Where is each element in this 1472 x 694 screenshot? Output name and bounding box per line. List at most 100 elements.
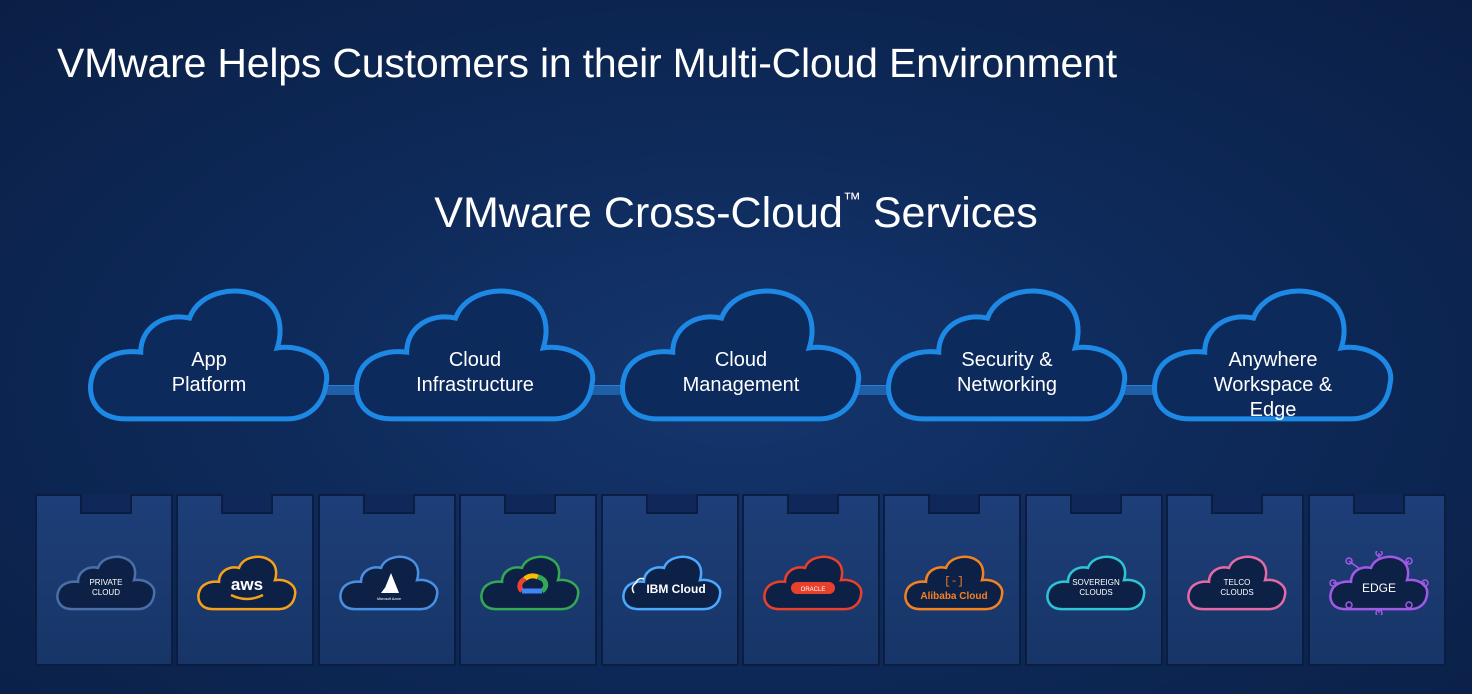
tile-cloud-outline xyxy=(1187,555,1287,611)
service-label-line1: App xyxy=(191,349,227,371)
section-heading: VMware Cross-Cloud™ Services xyxy=(0,189,1472,238)
alibaba-logo-text: Alibaba Cloud xyxy=(921,591,988,602)
cloud-icon xyxy=(1152,288,1394,422)
edge-node-icon xyxy=(1374,551,1383,557)
oracle-logo-text: ORACLE xyxy=(801,587,826,593)
edge-label: EDGE xyxy=(1362,581,1396,595)
cloud-icon xyxy=(354,288,596,422)
ibm-cloud-logo-text: IBM Cloud xyxy=(646,582,705,596)
tile-notch xyxy=(80,494,132,514)
sovereign-clouds-label-line2: CLOUDS xyxy=(1079,588,1112,597)
google-cloud-logo-segment xyxy=(517,576,527,593)
azure-cloud-icon: Microsoft Azure xyxy=(337,551,441,615)
connector-3 xyxy=(856,385,888,395)
tile-notch xyxy=(362,494,415,514)
tile-cloud-outline xyxy=(1046,555,1146,611)
edge-node-icon xyxy=(1328,579,1337,587)
ibm-cloud-cloud-icon: IBM Cloud xyxy=(620,551,724,615)
edge-node-icon xyxy=(1344,601,1353,609)
telco-clouds-label-line1: TELCO xyxy=(1224,578,1251,587)
aws-cloud-icon: aws xyxy=(195,551,299,615)
edge-node-icon xyxy=(1404,601,1413,609)
tile-cloud-outline xyxy=(197,555,297,611)
slide-title: VMware Helps Customers in their Multi-Cl… xyxy=(57,40,1117,86)
service-label-line1: Cloud xyxy=(448,349,502,371)
tile-cloud-outline xyxy=(904,555,1004,611)
private-cloud-label-line1: PRIVATE xyxy=(89,578,122,587)
service-label-line1: Cloud xyxy=(714,349,768,371)
service-label-line2: Management xyxy=(682,374,800,396)
tile-notch xyxy=(1352,494,1405,514)
private-cloud-label-line2: CLOUD xyxy=(92,588,120,597)
tile-cloud-outline xyxy=(1328,555,1429,611)
heading-text: VMware Cross-Cloud xyxy=(434,189,843,237)
edge-node-icon xyxy=(1420,579,1429,587)
tile-notch xyxy=(221,494,274,514)
sovereign-clouds-label-line1: SOVEREIGN xyxy=(1072,578,1120,587)
tile-cloud-outline xyxy=(480,555,580,611)
provider-tile-edge: EDGE xyxy=(1307,494,1446,666)
provider-tile-aws: aws xyxy=(176,494,315,666)
service-label-line2: Workspace & Edge xyxy=(1213,374,1333,421)
tile-cloud-outline xyxy=(56,555,156,611)
tile-notch xyxy=(1069,494,1122,514)
service-label-line2: Networking xyxy=(956,374,1058,396)
connector-4 xyxy=(1122,385,1154,395)
trademark-mark: ™ xyxy=(842,189,861,209)
provider-tile-azure: Microsoft Azure xyxy=(317,494,456,666)
heading-suffix: Services xyxy=(860,189,1038,237)
aws-smile-icon xyxy=(230,593,264,601)
azure-logo-text: Microsoft Azure xyxy=(377,597,401,601)
tile-notch xyxy=(787,494,839,514)
alibaba-logo-icon: [-] xyxy=(944,576,964,588)
tile-notch xyxy=(928,494,981,514)
google-cloud-cloud-icon xyxy=(478,551,582,615)
service-label-line1: Anywhere xyxy=(1228,349,1318,371)
cloud-icon xyxy=(886,288,1128,422)
google-cloud-logo-segment xyxy=(537,574,549,594)
cloud-icon xyxy=(620,288,862,422)
service-label-line2: Platform xyxy=(171,374,247,396)
service-label-line1: Security & xyxy=(961,349,1053,371)
provider-tile-alibaba-cloud: [-] Alibaba Cloud xyxy=(883,494,1022,666)
service-label: Security & Networking xyxy=(923,348,1091,398)
service-cloud-4: Security & Networking xyxy=(883,280,1131,430)
telco-clouds-label-line2: CLOUDS xyxy=(1221,588,1254,597)
edge-node-icon xyxy=(1344,557,1353,565)
tile-notch xyxy=(1211,494,1264,514)
tile-cloud-outline xyxy=(621,555,722,611)
connector-2 xyxy=(590,385,622,395)
google-cloud-logo-segment xyxy=(523,573,540,581)
aws-logo-text: aws xyxy=(231,575,263,594)
ibm-cloud-mini-icon xyxy=(631,577,644,594)
service-label-line2: Infrastructure xyxy=(416,374,534,396)
edge-node-icon xyxy=(1374,609,1383,615)
alibaba-cloud-cloud-icon: [-] Alibaba Cloud xyxy=(902,551,1006,615)
provider-tile-ibm-cloud: IBM Cloud xyxy=(600,494,739,666)
oracle-logo-badge xyxy=(791,582,835,594)
oracle-cloud-icon: ORACLE xyxy=(761,551,865,615)
connector-1 xyxy=(326,385,358,395)
azure-logo-icon xyxy=(380,573,399,593)
provider-tile-google-cloud xyxy=(459,494,598,666)
tile-notch xyxy=(645,494,698,514)
edge-cloud-icon: EDGE xyxy=(1327,551,1431,615)
tile-notch xyxy=(504,494,557,514)
cloud-icon xyxy=(88,288,330,422)
provider-tile-oracle: ORACLE xyxy=(742,494,880,666)
edge-node-icon xyxy=(1404,557,1413,565)
